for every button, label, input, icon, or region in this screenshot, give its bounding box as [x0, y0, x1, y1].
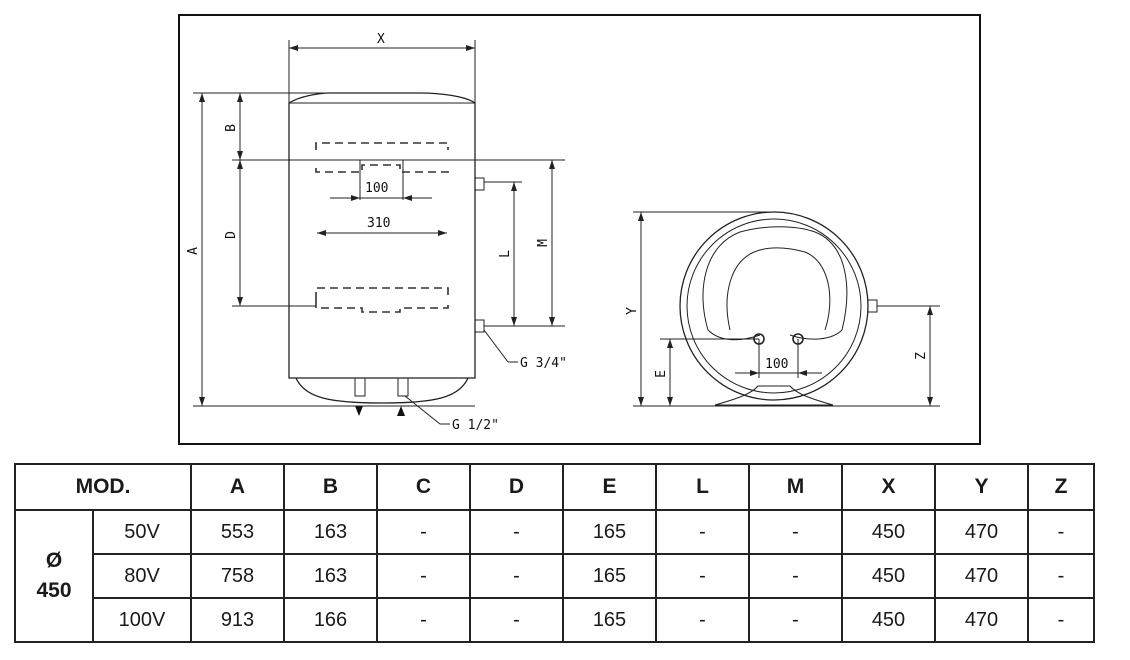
header-b: B: [283, 463, 378, 511]
dim-100-side-label: 100: [765, 357, 788, 372]
cell-c: -: [376, 509, 471, 555]
cell-d: -: [469, 553, 564, 599]
cell-z: -: [1027, 553, 1095, 599]
cell-m: -: [748, 553, 843, 599]
cell-y: 470: [934, 597, 1029, 643]
dim-a-label: A: [186, 247, 201, 255]
dim-l-label: L: [498, 250, 513, 258]
dim-e-label: E: [654, 370, 669, 378]
header-mod: MOD.: [14, 463, 192, 511]
table-header-row: MOD. A B C D E L M X Y Z: [14, 463, 1095, 511]
cell-b: 166: [283, 597, 378, 643]
cell-c: -: [376, 553, 471, 599]
cell-e: 165: [562, 553, 657, 599]
model-cell: 80V: [92, 553, 192, 599]
header-d: D: [469, 463, 564, 511]
cell-e: 165: [562, 597, 657, 643]
header-y: Y: [934, 463, 1029, 511]
header-z: Z: [1027, 463, 1095, 511]
model-cell: 100V: [92, 597, 192, 643]
dim-x-label: X: [377, 32, 385, 47]
cell-m: -: [748, 597, 843, 643]
cell-d: -: [469, 597, 564, 643]
cell-a: 913: [190, 597, 285, 643]
inlet-thread-label: G 1/2": [452, 418, 499, 433]
cell-z: -: [1027, 509, 1095, 555]
front-view: 100 310 X A B D L M G 3/4" G 1/2": [186, 32, 567, 433]
cell-l: -: [655, 597, 750, 643]
header-a: A: [190, 463, 285, 511]
dimensions-table: MOD. A B C D E L M X Y Z Ø 450 50V 553 1…: [14, 463, 1095, 643]
header-c: C: [376, 463, 471, 511]
dim-b-label: B: [224, 124, 239, 132]
cell-y: 470: [934, 553, 1029, 599]
dim-d-label: D: [224, 231, 239, 239]
dim-z-label: Z: [914, 352, 929, 360]
cell-d: -: [469, 509, 564, 555]
table-row: 100V 913 166 - - 165 - - 450 470 -: [15, 597, 1095, 643]
dim-m-label: M: [536, 239, 551, 247]
model-group-diameter: 450: [36, 579, 72, 602]
cell-e: 165: [562, 509, 657, 555]
cell-a: 553: [190, 509, 285, 555]
dim-310-label: 310: [367, 216, 390, 231]
dim-100-front-label: 100: [365, 181, 388, 196]
outlet-thread-label: G 3/4": [520, 356, 567, 371]
table-row: Ø 450 50V 553 163 - - 165 - - 450 470 -: [14, 509, 1095, 643]
cell-a: 758: [190, 553, 285, 599]
cell-y: 470: [934, 509, 1029, 555]
technical-drawing: 100 310 X A B D L M G 3/4" G 1/2": [178, 14, 981, 445]
header-m: M: [748, 463, 843, 511]
cell-z: -: [1027, 597, 1095, 643]
cell-l: -: [655, 553, 750, 599]
cell-c: -: [376, 597, 471, 643]
model-group-symbol: Ø: [45, 549, 63, 572]
header-x: X: [841, 463, 936, 511]
cell-l: -: [655, 509, 750, 555]
header-l: L: [655, 463, 750, 511]
table-row: 80V 758 163 - - 165 - - 450 470 -: [15, 553, 1095, 599]
cell-x: 450: [841, 597, 936, 643]
cell-b: 163: [283, 509, 378, 555]
model-group-cell: Ø 450: [14, 509, 94, 643]
cell-x: 450: [841, 509, 936, 555]
side-view: 100 Y E Z: [625, 211, 940, 407]
drawing-frame: [178, 14, 981, 445]
dim-y-label: Y: [625, 307, 640, 315]
cell-b: 163: [283, 553, 378, 599]
cell-m: -: [748, 509, 843, 555]
header-e: E: [562, 463, 657, 511]
model-cell: 50V: [92, 509, 192, 555]
cell-x: 450: [841, 553, 936, 599]
